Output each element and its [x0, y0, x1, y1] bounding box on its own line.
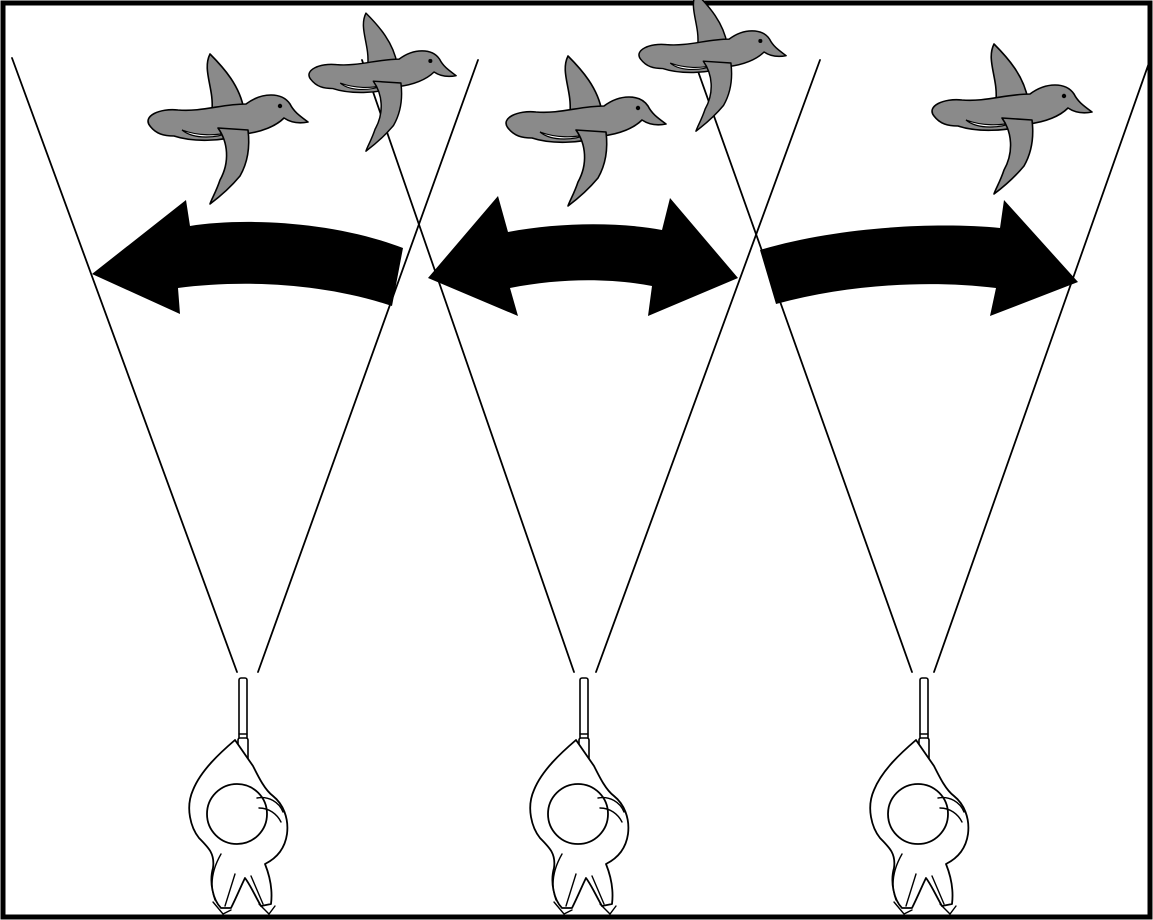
diagram-canvas [0, 0, 1153, 920]
shooting-zones-diagram [0, 0, 1153, 920]
